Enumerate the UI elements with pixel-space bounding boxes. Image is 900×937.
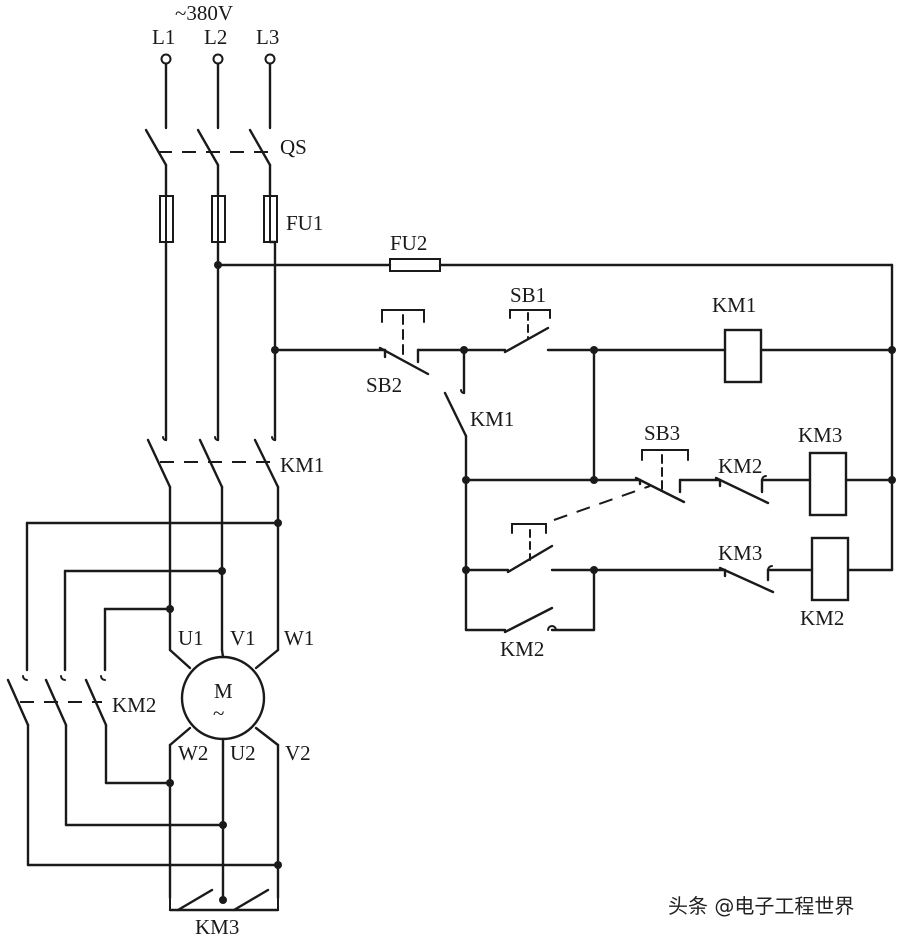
w1-label: W1 [284,626,314,650]
km1-main-contacts [146,436,280,489]
labels: ~380V L1 L2 L3 QS FU1 FU2 KM1 KM2 KM3 U1… [112,1,854,937]
supply-terminals [160,53,276,65]
sb3-label: SB3 [644,421,680,445]
l2-label: L2 [204,25,227,49]
km3-interlock-label: KM3 [718,541,762,565]
rung-km2 [462,478,894,634]
sb2-label: SB2 [366,373,402,397]
control-supply [214,258,894,572]
delta-returns [26,723,282,869]
km3-coil-label: KM3 [798,423,842,447]
km2-coil-label: KM2 [800,606,844,630]
km3-main-label: KM3 [195,915,239,937]
qs-label: QS [280,135,307,159]
rung-km3 [462,348,896,517]
motor-label: M [214,679,233,703]
km1-hold-contact [443,348,468,482]
km3-star-contacts [168,888,280,912]
supply-voltage-label: ~380V [175,1,233,25]
km2-delta-contacts [6,675,108,727]
sb2-stop-button [378,309,468,376]
watermark: 头条 @电子工程世界 [668,894,854,918]
km1-main-label: KM1 [280,453,324,477]
w2-label: W2 [178,741,208,765]
km1-hold-label: KM1 [470,407,514,431]
km2-main-label: KM2 [112,693,156,717]
km2-hold-label: KM2 [500,637,544,661]
motor-ac-symbol: ~ [213,701,224,725]
l1-label: L1 [152,25,175,49]
l3-label: L3 [256,25,279,49]
phase-wires-mid [164,240,277,442]
v1-label: V1 [230,626,256,650]
fu1-fuses [159,195,278,243]
fu1-label: FU1 [286,211,323,235]
km1-coil [723,328,896,384]
km1-coil-label: KM1 [712,293,756,317]
sb1-start-button [462,309,727,354]
delta-feeds [25,519,282,672]
qs-switch [144,128,272,198]
sb1-label: SB1 [510,283,546,307]
u2-label: U2 [230,741,256,765]
v2-label: V2 [285,741,311,765]
u1-label: U1 [178,626,204,650]
motor [168,648,280,747]
fu2-label: FU2 [390,231,427,255]
km2-interlock-label: KM2 [718,454,762,478]
phase-wires-top [164,62,272,130]
